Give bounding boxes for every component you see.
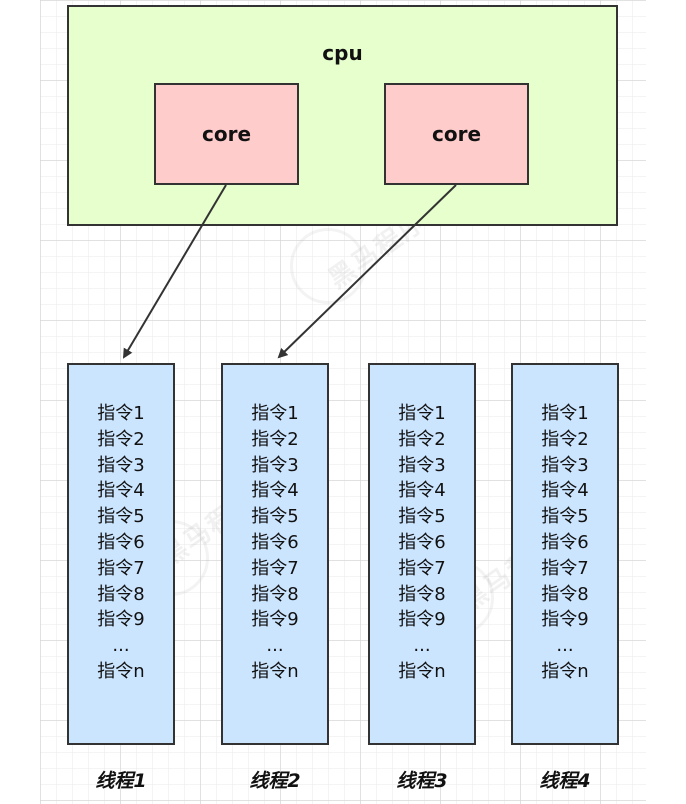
instruction-item: 指令4 bbox=[541, 480, 589, 502]
instruction-list: 指令1 指令2 指令3 指令4 指令5 指令6 指令7 指令8 指令9 ... … bbox=[513, 401, 617, 685]
instruction-item: ... bbox=[112, 635, 130, 657]
instruction-item: 指令2 bbox=[251, 428, 299, 450]
core-label: core bbox=[201, 122, 252, 146]
instruction-item: 指令1 bbox=[97, 403, 145, 424]
instruction-item: 指令3 bbox=[541, 454, 589, 476]
instruction-item: 指令9 bbox=[97, 609, 145, 631]
instruction-item: ... bbox=[556, 635, 574, 657]
cpu-label: cpu bbox=[322, 41, 363, 65]
instruction-item: 指令4 bbox=[251, 480, 299, 502]
instruction-item: 指令2 bbox=[541, 428, 589, 450]
instruction-item: 指令6 bbox=[398, 531, 446, 553]
instruction-item: 指令6 bbox=[251, 531, 299, 553]
instruction-item: 指令1 bbox=[251, 403, 299, 424]
instruction-item: 指令6 bbox=[97, 531, 145, 553]
instruction-item: 指令1 bbox=[541, 403, 589, 424]
thread-label-3: 线程3 bbox=[396, 770, 448, 792]
instruction-item: 指令7 bbox=[398, 557, 446, 579]
instruction-item: 指令n bbox=[251, 660, 299, 682]
instruction-list: 指令1 指令2 指令3 指令4 指令5 指令6 指令7 指令8 指令9 ... … bbox=[223, 401, 327, 685]
cpu-box: cpu bbox=[67, 5, 618, 226]
instruction-item: 指令4 bbox=[398, 480, 446, 502]
instruction-item: 指令5 bbox=[398, 506, 446, 528]
instruction-item: 指令2 bbox=[97, 428, 145, 450]
instruction-item: 指令n bbox=[398, 660, 446, 682]
instruction-item: 指令8 bbox=[97, 583, 145, 605]
instruction-item: ... bbox=[266, 635, 284, 657]
instruction-item: ... bbox=[413, 635, 431, 657]
thread-label-1: 线程1 bbox=[95, 770, 147, 792]
instruction-item: 指令7 bbox=[97, 557, 145, 579]
instruction-item: 指令9 bbox=[251, 609, 299, 631]
instruction-item: 指令5 bbox=[541, 506, 589, 528]
instruction-list: 指令1 指令2 指令3 指令4 指令5 指令6 指令7 指令8 指令9 ... … bbox=[69, 401, 173, 685]
thread-label-2: 线程2 bbox=[249, 770, 301, 792]
instruction-item: 指令5 bbox=[251, 506, 299, 528]
instruction-item: 指令4 bbox=[97, 480, 145, 502]
instruction-item: 指令6 bbox=[541, 531, 589, 553]
instruction-item: 指令9 bbox=[398, 609, 446, 631]
instruction-item: 指令8 bbox=[251, 583, 299, 605]
thread-box-2: 指令1 指令2 指令3 指令4 指令5 指令6 指令7 指令8 指令9 ... … bbox=[221, 363, 329, 745]
thread-box-4: 指令1 指令2 指令3 指令4 指令5 指令6 指令7 指令8 指令9 ... … bbox=[511, 363, 619, 745]
instruction-item: 指令3 bbox=[97, 454, 145, 476]
instruction-item: 指令8 bbox=[541, 583, 589, 605]
instruction-item: 指令3 bbox=[251, 454, 299, 476]
instruction-item: 指令9 bbox=[541, 609, 589, 631]
instruction-item: 指令3 bbox=[398, 454, 446, 476]
instruction-item: 指令8 bbox=[398, 583, 446, 605]
thread-box-1: 指令1 指令2 指令3 指令4 指令5 指令6 指令7 指令8 指令9 ... … bbox=[67, 363, 175, 745]
instruction-item: 指令7 bbox=[251, 557, 299, 579]
thread-label-4: 线程4 bbox=[539, 770, 591, 792]
core-box-1: core bbox=[154, 83, 299, 185]
instruction-item: 指令7 bbox=[541, 557, 589, 579]
instruction-item: 指令1 bbox=[398, 403, 446, 424]
instruction-item: 指令n bbox=[97, 660, 145, 682]
instruction-item: 指令5 bbox=[97, 506, 145, 528]
core-box-2: core bbox=[384, 83, 529, 185]
thread-box-3: 指令1 指令2 指令3 指令4 指令5 指令6 指令7 指令8 指令9 ... … bbox=[368, 363, 476, 745]
instruction-item: 指令2 bbox=[398, 428, 446, 450]
core-label: core bbox=[431, 122, 482, 146]
instruction-item: 指令n bbox=[541, 660, 589, 682]
instruction-list: 指令1 指令2 指令3 指令4 指令5 指令6 指令7 指令8 指令9 ... … bbox=[370, 401, 474, 685]
